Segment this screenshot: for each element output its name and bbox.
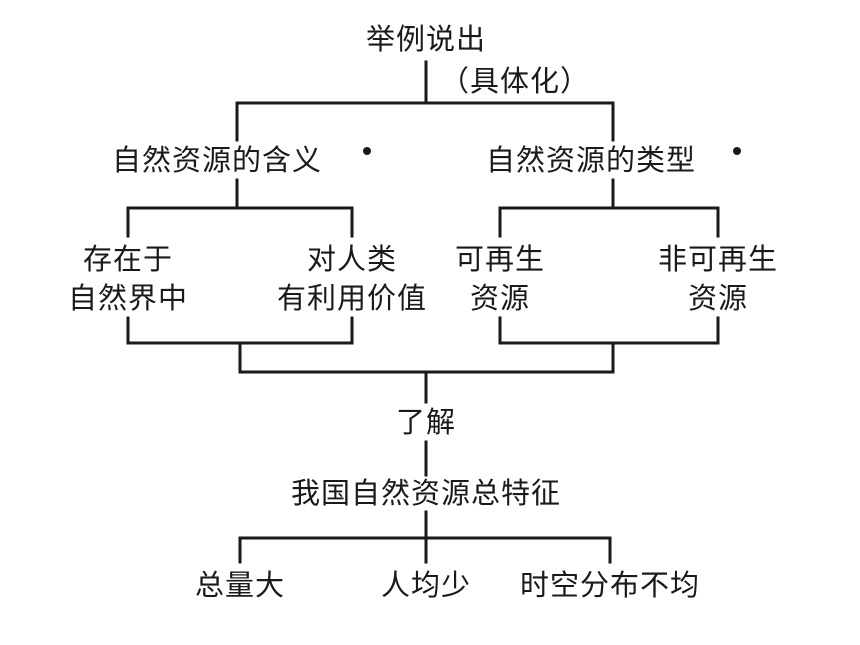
left-child-left-line2: 自然界中 <box>67 281 189 315</box>
bullet-dot-icon <box>733 147 741 155</box>
bottom-item: 时空分布不均 <box>519 568 701 602</box>
left-child-right-line2: 有利用价值 <box>276 281 428 315</box>
bottom-title: 我国自然资源总特征 <box>290 476 562 510</box>
right-child-left-line2: 资源 <box>469 281 531 315</box>
right-child-right-line1: 非可再生 <box>657 242 779 276</box>
bullet-dot-icon <box>363 147 371 155</box>
left-child-left-line1: 存在于 <box>82 242 174 276</box>
left-child-right-line1: 对人类 <box>306 242 398 276</box>
left-branch-title: 自然资源的含义 <box>112 143 323 177</box>
root-sublabel: （具体化） <box>440 64 591 98</box>
right-branch-title: 自然资源的类型 <box>486 143 697 177</box>
root-label: 举例说出 <box>365 22 487 56</box>
right-child-right-line2: 资源 <box>687 281 749 315</box>
bottom-item: 总量大 <box>194 568 286 602</box>
connector-label: 了解 <box>395 405 457 439</box>
bottom-item: 人均少 <box>380 568 472 602</box>
right-child-left-line1: 可再生 <box>454 242 546 276</box>
